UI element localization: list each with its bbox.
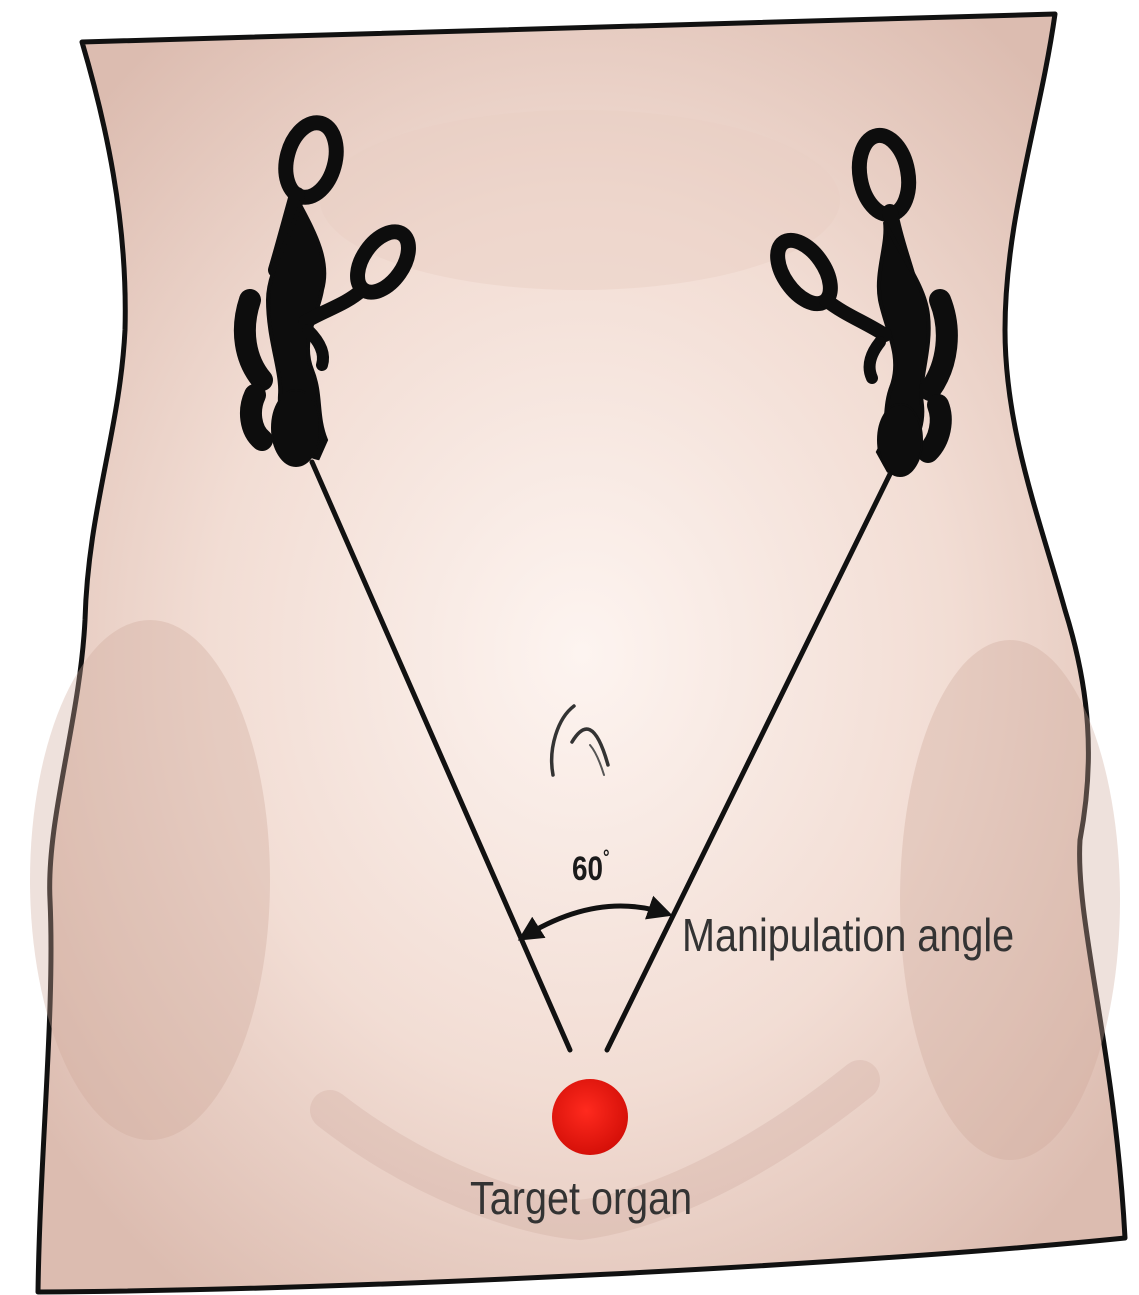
degree-symbol: ° <box>603 847 610 869</box>
angle-value-label: 60° <box>572 852 610 886</box>
target-organ-dot-icon <box>552 1079 628 1155</box>
manipulation-angle-label: Manipulation angle <box>682 912 1014 958</box>
target-organ-label: Target organ <box>470 1175 692 1221</box>
left-flank-shadow <box>30 620 270 1140</box>
right-flank-shadow <box>900 640 1120 1160</box>
